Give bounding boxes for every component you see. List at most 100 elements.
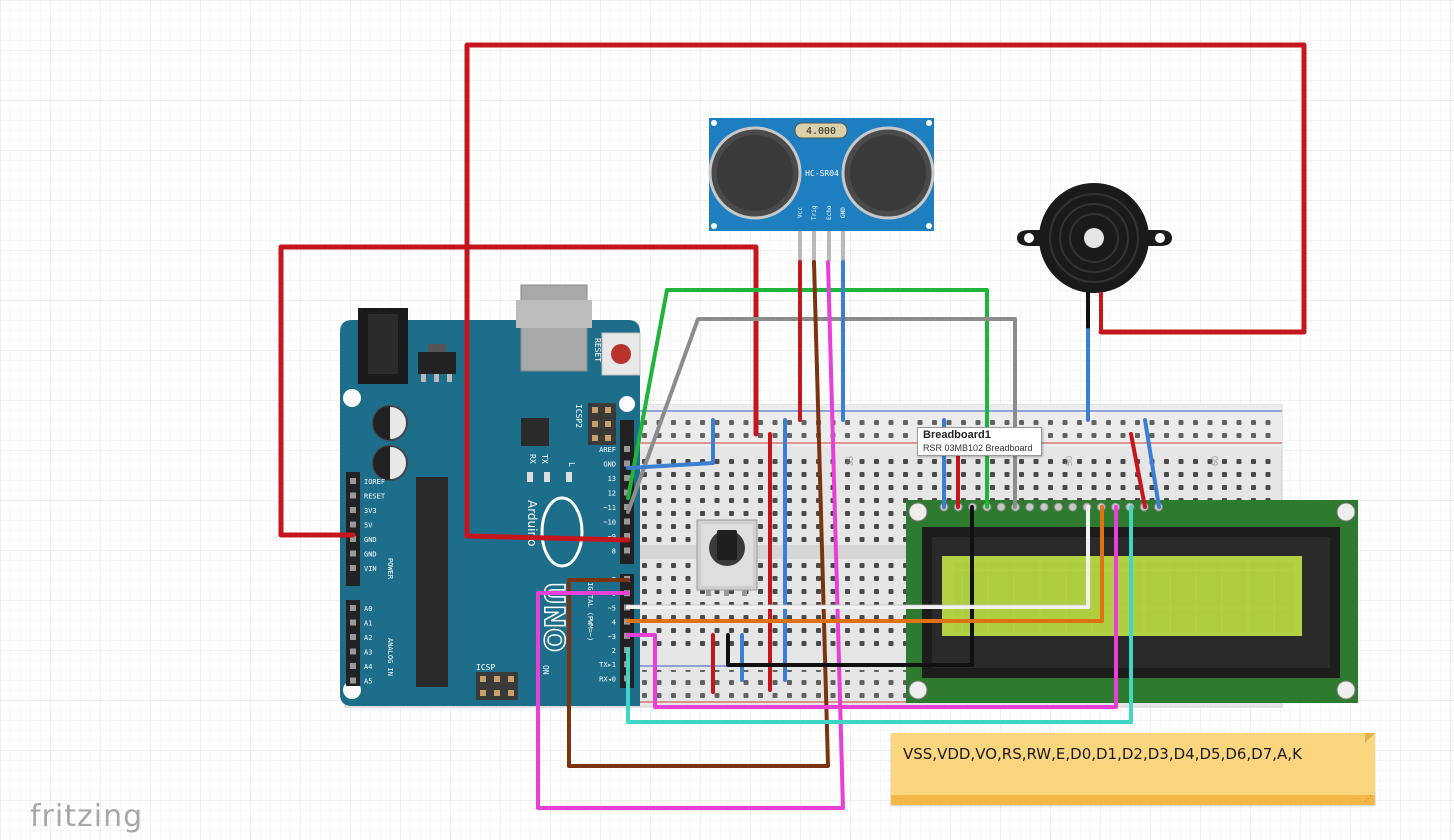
power-pin[interactable] bbox=[350, 478, 356, 484]
potentiometer[interactable] bbox=[696, 519, 758, 596]
on-label: ON bbox=[541, 665, 550, 675]
wires[interactable] bbox=[278, 42, 1307, 810]
analog-pin-label: A5 bbox=[364, 678, 372, 686]
analog-pin-label: A4 bbox=[364, 663, 372, 671]
digital-pin-label: ~9 bbox=[608, 533, 616, 541]
digital-pin[interactable] bbox=[624, 533, 630, 539]
lcd-pin[interactable] bbox=[1053, 502, 1063, 512]
arduino-logo bbox=[540, 496, 584, 568]
wire-gray[interactable] bbox=[626, 317, 1017, 514]
power-pin[interactable] bbox=[350, 550, 356, 557]
power-pin[interactable] bbox=[350, 536, 356, 542]
power-header bbox=[346, 472, 360, 586]
digital-pin-label: ~10 bbox=[603, 519, 616, 527]
power-pin-label: VIN bbox=[364, 565, 377, 573]
wire-magenta-d5[interactable] bbox=[626, 505, 1118, 709]
lcd-pin[interactable] bbox=[1039, 502, 1049, 512]
bb-col-label-60: 60 bbox=[1210, 456, 1220, 466]
power-pin-label: GND bbox=[364, 551, 377, 559]
tooltip-subtitle: RSR 03MB102 Breadboard bbox=[923, 443, 1033, 453]
wire-blue-gnd-arduino[interactable] bbox=[626, 418, 715, 470]
tooltip-title: Breadboard1 bbox=[923, 429, 991, 441]
digital-pin[interactable] bbox=[624, 547, 630, 554]
analog-pin-label: A1 bbox=[364, 620, 372, 628]
analog-pin[interactable] bbox=[350, 663, 356, 669]
digital-pin-label: 4 bbox=[612, 619, 616, 627]
wire-blue-lcd-k[interactable] bbox=[1143, 418, 1161, 509]
power-pin[interactable] bbox=[350, 565, 356, 571]
note-sticky[interactable]: VSS,VDD,VO,RS,RW,E,D0,D1,D2,D3,D4,D5,D6,… bbox=[891, 733, 1375, 805]
analog-pin-label: A3 bbox=[364, 649, 372, 657]
wire-white-d7[interactable] bbox=[626, 505, 1090, 609]
wire-black-pot[interactable] bbox=[726, 505, 974, 667]
digital-pin[interactable] bbox=[624, 518, 630, 525]
wire-red-5v[interactable] bbox=[278, 244, 759, 538]
power-pin-label: RESET bbox=[364, 493, 386, 501]
digital-label: DIGITAL (PWM=~) bbox=[586, 578, 594, 641]
analog-pin-label: A0 bbox=[364, 605, 372, 613]
power-pin[interactable] bbox=[350, 492, 356, 499]
pin-label-gnd: GND bbox=[840, 207, 847, 218]
note-resize-grip[interactable]: ⋰ bbox=[1364, 794, 1372, 803]
pin-label-vcc: Vcc bbox=[797, 207, 804, 218]
digital-pin-label: GND bbox=[603, 461, 616, 469]
wire-brown-trig[interactable] bbox=[567, 260, 830, 768]
analog-pin[interactable] bbox=[350, 634, 356, 640]
wire-magenta-echo[interactable] bbox=[536, 260, 845, 810]
power-label: POWER bbox=[386, 558, 394, 580]
analog-header bbox=[346, 600, 360, 686]
note-text[interactable]: VSS,VDD,VO,RS,RW,E,D0,D1,D2,D3,D4,D5,D6,… bbox=[903, 745, 1302, 763]
power-pin-label: GND bbox=[364, 536, 377, 544]
digital-pin-label: 2 bbox=[612, 647, 616, 655]
power-pin-label: 5V bbox=[364, 522, 373, 530]
analog-pin-label: A2 bbox=[364, 634, 372, 642]
power-pin-label: IOREF bbox=[364, 478, 385, 486]
analog-pin[interactable] bbox=[350, 677, 356, 684]
power-pin-label: 3V3 bbox=[364, 507, 377, 515]
digital-pin-label: ~11 bbox=[603, 504, 616, 512]
tx-label: TX bbox=[540, 454, 549, 464]
digital-pin-label: ~3 bbox=[608, 633, 616, 641]
sensor-label: HC-SR04 bbox=[805, 169, 839, 178]
lcd-pin[interactable] bbox=[1068, 502, 1078, 512]
bb-col-label-50: 50 bbox=[1064, 456, 1074, 466]
wire-red-lcd-a[interactable] bbox=[1129, 432, 1147, 509]
digital-pin-label: 8 bbox=[612, 548, 616, 556]
arduino-uno[interactable]: RESET ICSP2 TX RX L Arduino UNO ON bbox=[340, 284, 641, 706]
digital-header-bottom bbox=[620, 574, 634, 688]
rx-label: RX bbox=[528, 454, 537, 464]
digital-pin[interactable] bbox=[624, 504, 630, 510]
digital-pin[interactable] bbox=[624, 460, 630, 467]
wire-orange-d6[interactable] bbox=[626, 505, 1104, 623]
wire-cyan-d4[interactable] bbox=[626, 505, 1133, 724]
pin-label-echo: Echo bbox=[826, 205, 833, 220]
crystal-label: 4.000 bbox=[806, 126, 836, 137]
analog-label: ANALOG IN bbox=[386, 638, 394, 676]
analog-pin[interactable] bbox=[350, 605, 356, 611]
analog-pin[interactable] bbox=[350, 619, 356, 626]
wire-red-buzzer[interactable] bbox=[464, 42, 1307, 543]
piezo-buzzer[interactable] bbox=[1017, 183, 1172, 330]
hc-sr04-sensor[interactable]: 4.000 HC-SR04 Vcc Trig Echo GND bbox=[708, 118, 935, 261]
reset-label: RESET bbox=[593, 338, 602, 362]
crystal bbox=[794, 122, 848, 139]
breadboard-tooltip: Breadboard1 RSR 03MB102 Breadboard bbox=[917, 427, 1042, 456]
atmega-chip bbox=[416, 477, 448, 687]
bb-col-label-35: 35 bbox=[845, 456, 855, 466]
fritzing-logo: fritzing bbox=[30, 799, 144, 834]
pin-label-trig: Trig bbox=[811, 205, 818, 220]
lcd-pin[interactable] bbox=[996, 502, 1006, 512]
l-label: L bbox=[567, 462, 576, 467]
digital-pin-label: TX▸1 bbox=[599, 661, 616, 669]
icsp-label: ICSP bbox=[476, 663, 495, 672]
analog-pin[interactable] bbox=[350, 648, 356, 655]
power-pin[interactable] bbox=[350, 521, 356, 528]
lcd-pin[interactable] bbox=[1025, 502, 1035, 512]
voltage-regulator bbox=[418, 352, 456, 374]
digital-pin[interactable] bbox=[624, 446, 630, 452]
usb-chip bbox=[521, 418, 549, 446]
icsp2-label: ICSP2 bbox=[574, 404, 583, 428]
digital-pin[interactable] bbox=[624, 475, 630, 481]
power-pin[interactable] bbox=[350, 507, 356, 513]
